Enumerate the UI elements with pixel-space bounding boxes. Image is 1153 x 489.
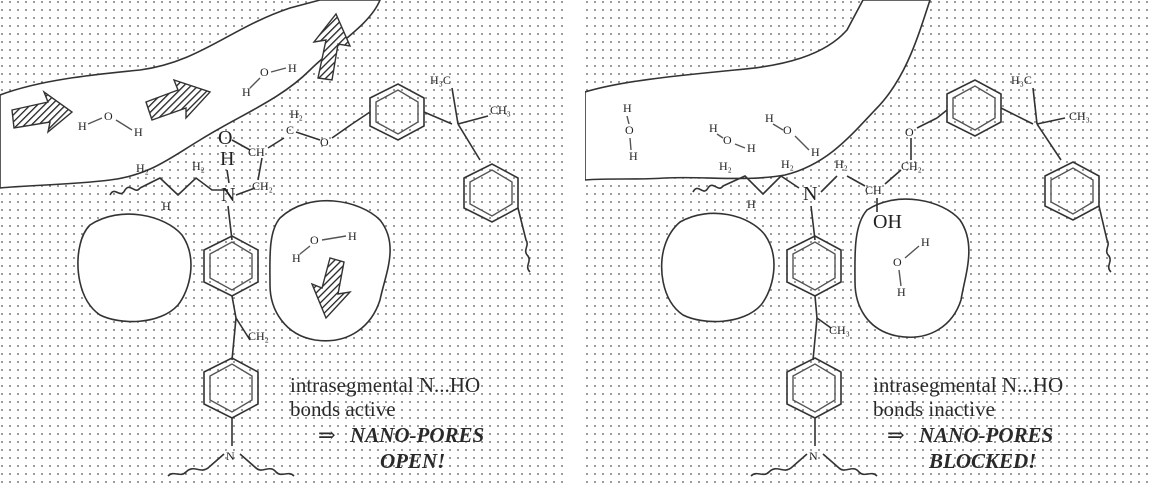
svg-text:CH₃: CH₃ <box>490 103 511 117</box>
svg-text:O: O <box>625 123 634 137</box>
svg-text:⇒: ⇒ <box>318 423 336 447</box>
svg-text:H: H <box>292 251 301 265</box>
svg-text:intrasegmental N...HO: intrasegmental N...HO <box>290 373 480 397</box>
svg-text:O: O <box>104 109 113 123</box>
caption-open: intrasegmental N...HO bonds active ⇒ NAN… <box>290 373 484 473</box>
polymer-backbone: H₂ H H₂ N H₂ CH OH CH₂ O <box>692 117 938 233</box>
svg-text:BLOCKED!: BLOCKED! <box>928 449 1036 473</box>
svg-text:⇒: ⇒ <box>887 423 905 447</box>
benzene-ring-center: CH₃ <box>786 205 850 361</box>
svg-text:CH₃: CH₃ <box>1069 109 1090 123</box>
isopropylidene-group: H₃C CH₃ <box>1011 73 1090 161</box>
svg-text:H₂: H₂ <box>136 161 149 175</box>
panel-pores-blocked: H O H H O H H O H O H H H₂ H H₂ N H₂ CH … <box>585 0 1153 485</box>
svg-text:H: H <box>348 229 357 243</box>
svg-text:H: H <box>709 121 718 135</box>
svg-text:OH: OH <box>873 211 902 233</box>
water-molecule-1: H O H <box>623 101 638 163</box>
svg-text:O: O <box>260 65 269 79</box>
svg-text:intrasegmental N...HO: intrasegmental N...HO <box>873 373 1063 397</box>
svg-text:CH₂: CH₂ <box>901 159 922 173</box>
water-molecule-3: H O H <box>292 229 357 265</box>
flow-arrow-3 <box>312 12 352 81</box>
flow-arrow-1 <box>11 90 74 134</box>
svg-text:H₂: H₂ <box>835 157 848 171</box>
benzene-ring-right <box>1044 161 1112 273</box>
pore-blob-right <box>854 198 970 338</box>
svg-text:H: H <box>811 145 820 159</box>
svg-text:N: N <box>803 183 817 205</box>
svg-text:H: H <box>220 148 234 170</box>
benzene-ring-top <box>351 83 453 141</box>
svg-text:H: H <box>134 125 143 139</box>
benzene-ring-top <box>936 79 1034 137</box>
svg-text:H: H <box>242 85 251 99</box>
svg-text:NANO-PORES: NANO-PORES <box>349 423 484 447</box>
svg-text:bonds inactive: bonds inactive <box>873 397 995 421</box>
svg-text:H₂: H₂ <box>290 107 303 121</box>
caption-blocked: intrasegmental N...HO bonds inactive ⇒ N… <box>873 373 1063 473</box>
svg-text:H: H <box>78 119 87 133</box>
water-molecule-2: H O H <box>242 61 297 99</box>
svg-text:O: O <box>893 255 902 269</box>
svg-text:O: O <box>783 123 792 137</box>
svg-text:OPEN!: OPEN! <box>380 449 445 473</box>
svg-text:O: O <box>905 125 914 139</box>
svg-text:CH: CH <box>248 145 265 159</box>
isopropylidene-group: H₃C CH₃ <box>430 73 511 161</box>
svg-text:H: H <box>897 285 906 299</box>
svg-text:H: H <box>629 149 638 163</box>
svg-text:O: O <box>320 135 329 149</box>
flow-arrow-2 <box>145 78 212 121</box>
svg-text:CH₃: CH₃ <box>829 323 850 337</box>
water-molecule-4: O H H <box>893 235 930 299</box>
diagram-blocked: H O H H O H H O H O H H H₂ H H₂ N H₂ CH … <box>585 0 1153 485</box>
water-molecule-2: H O H <box>709 121 756 155</box>
svg-text:O: O <box>218 127 232 149</box>
svg-text:C: C <box>286 123 294 137</box>
svg-text:H₂: H₂ <box>719 159 732 173</box>
benzene-ring-bottom: N <box>750 357 878 477</box>
svg-text:CH₂: CH₂ <box>252 179 273 193</box>
svg-text:N: N <box>221 184 235 206</box>
water-molecule-1: H O H <box>78 109 143 139</box>
svg-text:H: H <box>747 141 756 155</box>
diagram-open: H O H H O H H O H H₂ H H₂ N H O CH CH₂ C… <box>0 0 568 485</box>
svg-text:H: H <box>765 111 774 125</box>
svg-text:H₃C: H₃C <box>1011 73 1032 87</box>
svg-text:O: O <box>310 233 319 247</box>
panel-pores-open: H O H H O H H O H H₂ H H₂ N H O CH CH₂ C… <box>0 0 568 485</box>
svg-text:N: N <box>226 449 235 463</box>
svg-text:H: H <box>623 101 632 115</box>
polymer-backbone: H₂ H H₂ N H O CH CH₂ C H₂ O <box>109 107 353 213</box>
flow-arrow-4 <box>310 257 352 320</box>
svg-text:CH₂: CH₂ <box>248 329 269 343</box>
svg-text:CH: CH <box>865 183 882 197</box>
svg-text:H: H <box>921 235 930 249</box>
svg-text:H₂: H₂ <box>192 159 205 173</box>
pore-blob-left <box>77 213 192 323</box>
benzene-ring-center: CH₂ <box>203 205 269 361</box>
svg-text:O: O <box>723 133 732 147</box>
svg-text:H: H <box>747 197 756 211</box>
benzene-ring-bottom: N <box>167 357 295 477</box>
benzene-ring-right <box>463 163 531 273</box>
pore-blob-left <box>660 212 775 323</box>
svg-text:H: H <box>162 199 171 213</box>
svg-text:bonds active: bonds active <box>290 397 396 421</box>
svg-text:N: N <box>809 449 818 463</box>
svg-text:H₂: H₂ <box>781 157 794 171</box>
svg-text:H: H <box>288 61 297 75</box>
water-molecule-3: H O H <box>765 111 820 159</box>
svg-text:H₃C: H₃C <box>430 73 451 87</box>
svg-text:NANO-PORES: NANO-PORES <box>918 423 1053 447</box>
water-channel <box>585 0 931 181</box>
